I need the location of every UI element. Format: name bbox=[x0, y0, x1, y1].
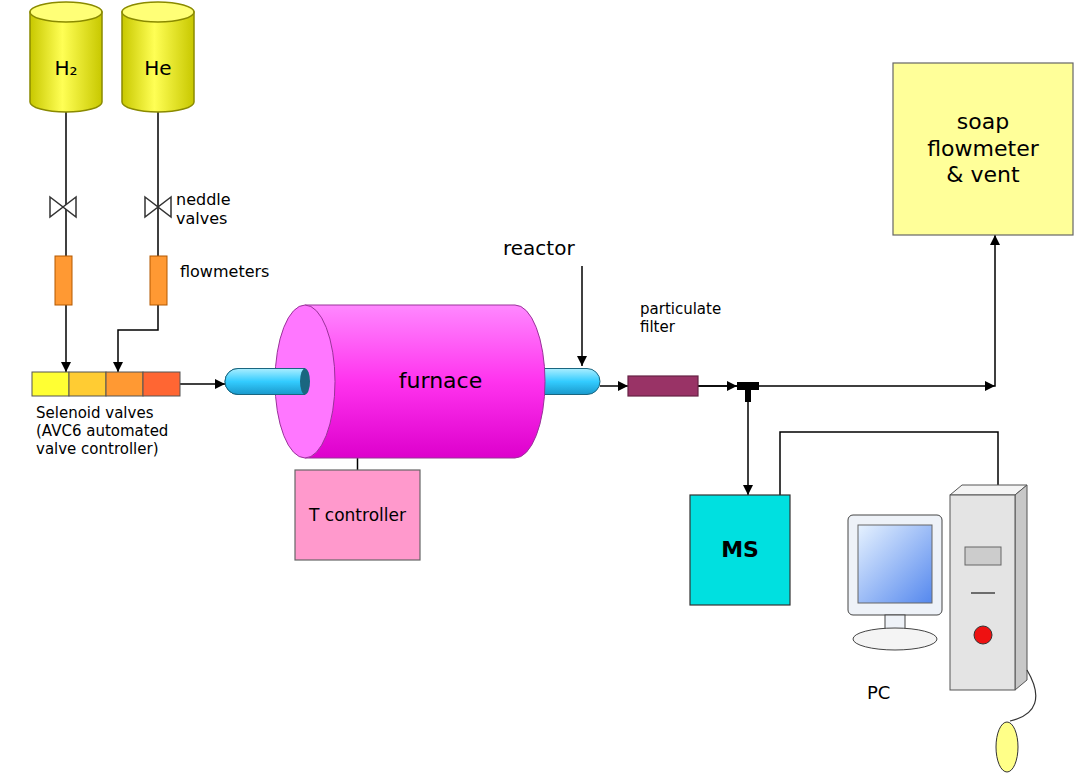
power-button bbox=[974, 626, 992, 644]
flowmeter bbox=[55, 256, 72, 305]
arrowhead bbox=[727, 381, 737, 391]
soap-flowmeter-box: soap flowmeter & vent bbox=[893, 63, 1073, 235]
cylinder-body bbox=[30, 12, 102, 112]
node-label: He bbox=[144, 56, 171, 80]
node-label: Selenoid valves (AVC6 automated valve co… bbox=[36, 404, 186, 458]
mass-spectrometer-outline bbox=[690, 495, 790, 605]
monitor-frame bbox=[848, 515, 942, 615]
arrowhead bbox=[985, 381, 995, 391]
monitor-base bbox=[853, 628, 937, 650]
pipe-connector bbox=[65, 112, 67, 372]
node-label: soap flowmeter & vent bbox=[918, 109, 1048, 188]
needle-valve bbox=[145, 197, 171, 217]
mass-spectrometer: MS bbox=[690, 495, 790, 605]
furnace: furnace bbox=[225, 305, 600, 458]
node-label: T controller bbox=[309, 505, 406, 525]
tower-front bbox=[950, 495, 1015, 690]
solenoid-valve bbox=[106, 372, 143, 396]
computer-shape bbox=[845, 485, 1040, 777]
particulate-filter: particulate filter bbox=[628, 376, 698, 396]
solenoid-valve bbox=[143, 372, 180, 396]
solenoid-valve bbox=[32, 372, 69, 396]
flowmeter-label: flowmeters bbox=[180, 262, 269, 281]
tower-side bbox=[1015, 485, 1027, 690]
tee-junction bbox=[745, 386, 751, 402]
drive-line bbox=[971, 592, 995, 594]
node-label: particulate filter bbox=[640, 300, 721, 336]
node-label: MS bbox=[721, 537, 759, 563]
cylinder-body bbox=[122, 12, 194, 112]
drive-slot bbox=[965, 547, 1001, 565]
temperature-controller-outline bbox=[295, 470, 420, 560]
furnace-body bbox=[305, 305, 545, 458]
cylinder-top bbox=[30, 2, 102, 22]
node-label: H₂ bbox=[54, 56, 77, 80]
temperature-controller: T controller bbox=[295, 470, 420, 560]
computer: PC bbox=[845, 485, 1040, 777]
pipe-connector bbox=[698, 235, 995, 386]
cylinder-top bbox=[122, 2, 194, 22]
gas-cylinder: He bbox=[122, 2, 194, 112]
mouse-cable bbox=[1010, 670, 1036, 721]
valve-label: neddle valves bbox=[176, 190, 231, 228]
node-label: furnace bbox=[399, 368, 482, 394]
monitor-screen bbox=[858, 525, 932, 603]
soap-flowmeter-box-outline bbox=[893, 63, 1073, 235]
reactor-label: reactor bbox=[503, 236, 575, 260]
pipe-connector bbox=[180, 383, 225, 385]
pipe-connector bbox=[698, 386, 748, 495]
solenoid-valve-block-shape bbox=[32, 372, 180, 396]
flowmeter bbox=[150, 256, 167, 305]
leader-arrow bbox=[581, 266, 583, 366]
mouse bbox=[996, 722, 1018, 772]
solenoid-valve bbox=[69, 372, 106, 396]
tower-top bbox=[950, 485, 1027, 495]
gas-cylinder: H₂ bbox=[30, 2, 102, 112]
needle-valve bbox=[50, 197, 76, 217]
pipe-connector bbox=[600, 385, 628, 387]
solenoid-valve-block: Selenoid valves (AVC6 automated valve co… bbox=[32, 372, 180, 396]
reactor-tube-opening bbox=[300, 369, 310, 395]
particulate-filter-shape bbox=[628, 376, 698, 396]
pipe-connector bbox=[118, 112, 158, 372]
node-label: PC bbox=[867, 682, 890, 704]
pipe-connector bbox=[357, 458, 359, 470]
reactor-tube bbox=[225, 369, 305, 395]
particulate-filter-outline bbox=[628, 376, 698, 396]
